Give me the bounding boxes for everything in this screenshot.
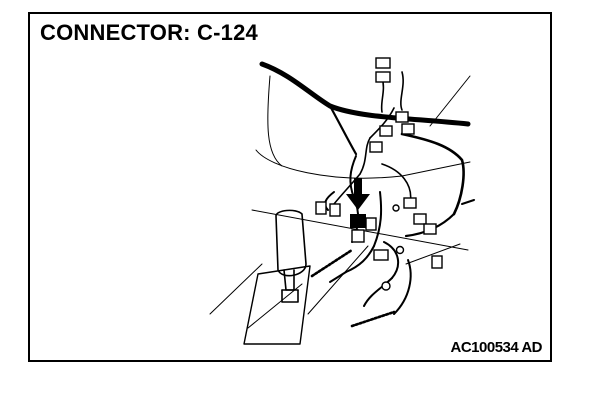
connector-c-124 [350,214,377,243]
right-harness-branch [381,132,475,238]
selector-lever [275,209,307,303]
diagram-frame: CONNECTOR: C-124 [28,12,552,362]
connector-location-illustration [209,57,475,345]
connector-upper-4 [401,123,415,135]
connector-upper-3 [395,111,409,123]
clip-1 [381,281,391,291]
connector-left-2 [329,203,341,217]
connector-right-1 [413,213,427,225]
connectors [315,57,443,269]
connector-upper-5 [379,125,393,137]
diagram-title: CONNECTOR: C-124 [40,20,258,45]
connector-right-2 [423,223,437,235]
center-harness [324,155,412,315]
pointer-arrow [346,178,370,210]
clip-3 [392,204,400,212]
connector-upper-6 [369,141,383,153]
shift-gate-plate [243,265,311,345]
figure-reference-code: AC100534 AD [450,339,543,356]
upper-harness-branches [333,71,404,205]
main-wiring-harness [259,61,471,156]
connector-mid-1 [403,197,417,209]
console-outline [209,75,471,329]
connector-right-3 [431,255,443,269]
harness-clips [381,204,405,291]
lower-harness-cables [310,248,396,328]
clip-2 [395,245,405,255]
connector-left-1 [315,201,327,215]
connector-lower-1 [373,249,389,261]
connector-upper-2 [375,71,391,83]
connector-upper-1 [375,57,391,69]
